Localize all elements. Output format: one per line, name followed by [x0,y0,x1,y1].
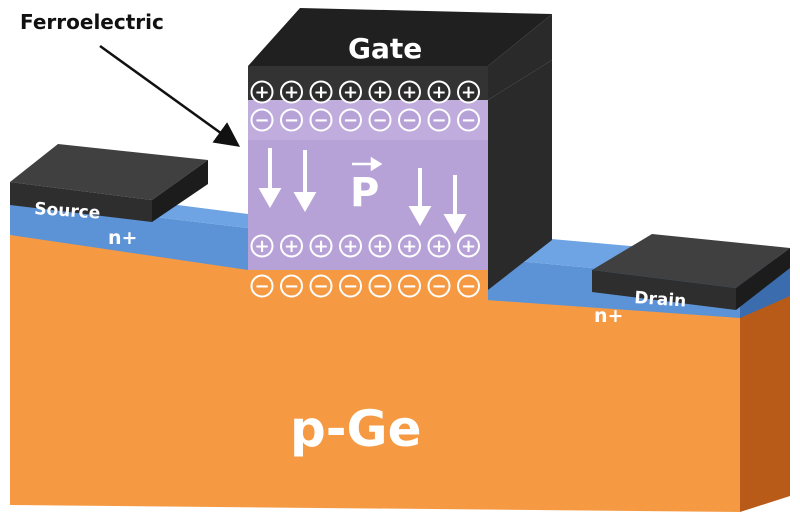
n-plus-right-label: n+ [594,305,623,327]
plus-charge-icon [309,234,333,258]
plus-charge-symbol: + [313,236,328,257]
gate-plus-charges: + + + + + + + + [250,80,480,104]
minus-charge-symbol: − [254,276,269,297]
minus-charge-symbol: − [254,110,269,131]
ferro-top-minus-charges: −−−−−−−− [250,108,480,132]
minus-charge-icon [250,274,274,298]
substrate-right-face [740,296,790,512]
drain-right [736,248,790,310]
minus-charge-icon [398,108,421,132]
ferro-bottom-plus-charges: + + + + + + + + [250,234,480,258]
n-plus-left-label: n+ [108,227,137,249]
plus-charge-symbol: + [461,236,476,257]
plus-charge-symbol: + [461,82,476,103]
plus-charge-icon [339,80,362,104]
plus-charge-icon [250,234,274,258]
plus-charge-symbol: + [431,82,446,103]
minus-charge-symbol: − [343,110,358,131]
plus-charge-icon [368,234,392,258]
plus-charge-symbol: + [402,82,417,103]
minus-charge-icon [339,108,362,132]
minus-charge-symbol: − [343,276,358,297]
plus-charge-icon [398,234,421,258]
minus-charge-icon [368,274,392,298]
minus-charge-icon [339,274,362,298]
drain-front [592,270,736,310]
minus-charge-icon [457,108,480,132]
plus-charge-symbol: + [402,236,417,257]
plus-charge-icon [250,80,274,104]
minus-charge-icon [309,274,333,298]
gate-top [248,8,552,66]
minus-charge-symbol: − [313,276,328,297]
plus-charge-symbol: + [254,236,269,257]
plus-charge-symbol: + [284,82,299,103]
plus-charge-icon [280,234,303,258]
plus-charge-symbol: + [313,82,328,103]
minus-charge-icon [280,108,303,132]
ferroelectric-label: Ferroelectric [20,10,164,34]
plus-charge-icon [309,80,333,104]
minus-charge-symbol: − [431,110,446,131]
minus-charge-icon [427,274,451,298]
minus-charge-icon [427,108,451,132]
polarization-label: P [350,170,379,216]
minus-charge-symbol: − [284,276,299,297]
plus-charge-icon [427,234,451,258]
plus-charge-icon [368,80,392,104]
minus-charge-symbol: − [461,110,476,131]
plus-charge-symbol: + [431,236,446,257]
plus-charge-icon [398,80,421,104]
minus-charge-icon [280,274,303,298]
source-right [152,160,208,222]
polarization-arrows [258,148,467,235]
vector-arrow-icon [352,156,383,172]
plus-charge-icon [280,80,303,104]
source-label: Source [34,199,101,224]
plus-charge-symbol: + [343,236,358,257]
minus-charge-symbol: − [284,110,299,131]
source-top [10,144,208,200]
source-front [10,182,152,222]
plus-charge-icon [457,234,480,258]
plus-charge-icon [427,80,451,104]
ferroelectric-pointer-arrow [99,44,241,147]
minus-charge-symbol: − [402,276,417,297]
gate-label: Gate [348,32,422,65]
minus-charge-icon [457,274,480,298]
minus-charge-icon [368,108,392,132]
minus-charge-symbol: − [431,276,446,297]
minus-charge-symbol: − [372,110,387,131]
plus-charge-symbol: + [284,236,299,257]
plus-charge-icon [339,234,362,258]
channel-minus-charges: −−−−−−−− [250,274,480,298]
minus-charge-icon [250,108,274,132]
plus-charge-symbol: + [343,82,358,103]
minus-charge-icon [309,108,333,132]
drain-top [592,234,790,288]
minus-charge-symbol: − [372,276,387,297]
plus-charge-symbol: + [372,82,387,103]
gate-right [488,14,552,100]
minus-charge-icon [398,274,421,298]
ferroelectric-right [488,60,552,290]
minus-charge-symbol: − [461,276,476,297]
plus-charge-icon [457,80,480,104]
minus-charge-symbol: − [313,110,328,131]
substrate-label: p-Ge [290,400,422,458]
plus-charge-symbol: + [254,82,269,103]
minus-charge-symbol: − [402,110,417,131]
plus-charge-symbol: + [372,236,387,257]
drain-label: Drain [634,288,687,312]
n-layer-left [10,200,248,270]
